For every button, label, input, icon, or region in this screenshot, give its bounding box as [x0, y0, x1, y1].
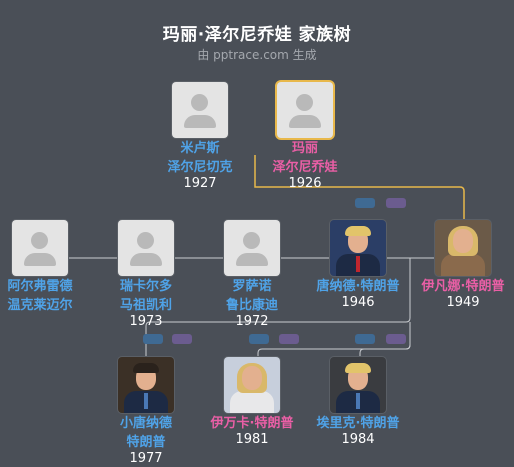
- person-silhouette-icon: [118, 220, 174, 276]
- portrait-photo: [224, 357, 280, 413]
- person-birth-year: 1926: [288, 176, 322, 191]
- person-name: 埃里克·特朗普: [316, 416, 400, 431]
- portrait-photo: [435, 220, 491, 276]
- person-card-donald[interactable]: 唐纳德·特朗普 1946: [303, 220, 413, 311]
- person-card-rossano[interactable]: 罗萨诺 鲁比康迪 1972: [197, 220, 307, 330]
- person-name: 小唐纳德: [119, 416, 172, 431]
- person-name: 瑞卡尔多: [119, 279, 172, 294]
- person-birth-year: 1927: [183, 176, 217, 191]
- person-card-alfred[interactable]: 阿尔弗雷德 温克莱迈尔: [0, 220, 95, 314]
- children-line: [145, 258, 411, 357]
- link-badge-icon[interactable]: [249, 334, 269, 344]
- link-badge-icon[interactable]: [355, 198, 375, 208]
- person-name: 鲁比康迪: [225, 298, 278, 313]
- person-birth-year: 1946: [341, 295, 375, 310]
- person-card-donald-jr[interactable]: 小唐纳德 特朗普 1977: [91, 357, 201, 467]
- person-card-eric[interactable]: 埃里克·特朗普 1984: [303, 357, 413, 448]
- person-name: 阿尔弗雷德: [7, 279, 73, 294]
- person-name: 玛丽: [291, 141, 318, 156]
- heart-badge-icon[interactable]: [279, 334, 299, 344]
- link-badge-icon[interactable]: [355, 334, 375, 344]
- heart-badge-icon[interactable]: [172, 334, 192, 344]
- person-birth-year: 1984: [341, 432, 375, 447]
- person-card-ivanka[interactable]: 伊万卡·特朗普 1981: [197, 357, 307, 448]
- page-title: 玛丽·泽尔尼乔娃 家族树: [162, 25, 352, 45]
- page-subtitle: 由 pptrace.com 生成: [197, 48, 317, 62]
- person-silhouette-icon: [12, 220, 68, 276]
- heart-badge-icon[interactable]: [386, 198, 406, 208]
- person-silhouette-icon: [172, 82, 228, 138]
- person-birth-year: 1972: [235, 314, 269, 329]
- person-name: 伊凡娜·特朗普: [421, 279, 505, 294]
- heart-badge-icon[interactable]: [386, 334, 406, 344]
- person-name: 唐纳德·特朗普: [316, 279, 400, 294]
- person-card-marie[interactable]: 玛丽 泽尔尼乔娃 1926: [250, 82, 360, 192]
- person-name: 马祖凯利: [119, 298, 172, 313]
- person-name: 泽尔尼切克: [167, 160, 233, 175]
- person-birth-year: 1981: [235, 432, 269, 447]
- person-birth-year: 1973: [129, 314, 163, 329]
- person-birth-year: 1977: [129, 451, 163, 466]
- person-name: 特朗普: [126, 435, 166, 450]
- person-birth-year: 1949: [446, 295, 480, 310]
- parent-link-line: [254, 155, 465, 219]
- person-silhouette-icon: [224, 220, 280, 276]
- person-card-ivana[interactable]: 伊凡娜·特朗普 1949: [408, 220, 514, 311]
- portrait-photo: [118, 357, 174, 413]
- person-card-michael[interactable]: 米卢斯 泽尔尼切克 1927: [145, 82, 255, 192]
- link-badge-icon[interactable]: [143, 334, 163, 344]
- person-name: 伊万卡·特朗普: [210, 416, 294, 431]
- person-card-riccardo[interactable]: 瑞卡尔多 马祖凯利 1973: [91, 220, 201, 330]
- children-line: [359, 322, 411, 357]
- person-name: 温克莱迈尔: [7, 298, 73, 313]
- portrait-photo: [330, 220, 386, 276]
- person-name: 米卢斯: [180, 141, 220, 156]
- person-silhouette-icon: [277, 82, 333, 138]
- person-name: 泽尔尼乔娃: [272, 160, 338, 175]
- portrait-photo: [330, 357, 386, 413]
- person-name: 罗萨诺: [232, 279, 272, 294]
